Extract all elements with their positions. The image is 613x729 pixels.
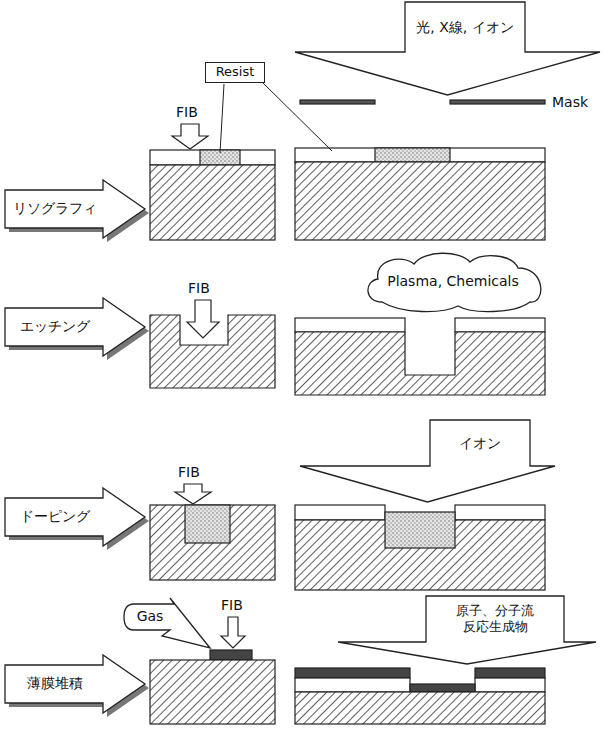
flux-arrow: 原子、分子流 反応生成物 (338, 596, 596, 664)
plasma-cloud: Plasma, Chemicals (362, 252, 544, 310)
beam-label: FIB (188, 280, 210, 297)
process-arrow: エッチング (5, 298, 145, 356)
deposited-film (410, 684, 475, 692)
callout-box: Resist (205, 62, 265, 83)
fib-beam-arrow (172, 124, 208, 149)
fib-beam-arrow (221, 617, 245, 648)
fib-beam-arrow (175, 484, 211, 504)
process-arrow: 薄膜堆積 (5, 655, 145, 713)
etched-substrate (295, 332, 545, 395)
part-label: Mask (552, 94, 588, 111)
deposited-film (210, 650, 252, 660)
mask-layer (455, 318, 545, 332)
node-text: イオン (459, 435, 501, 453)
beam-label: FIB (221, 597, 243, 614)
beam-label: FIB (178, 464, 200, 481)
process-arrow: ドーピング (5, 488, 145, 546)
node-text: Gas (137, 608, 164, 626)
doped-region (385, 512, 455, 548)
beam-arrow: 光, X線, イオン (295, 2, 600, 95)
node-text: ドーピング (20, 508, 90, 526)
mask-layer (295, 318, 405, 332)
deposited-film (475, 668, 545, 678)
substrate (150, 505, 275, 580)
node-text: 薄膜堆積 (27, 675, 83, 693)
resist-layer (150, 150, 275, 165)
node-text: Plasma, Chemicals (387, 273, 519, 291)
beam-arrow-outline (295, 2, 600, 95)
mask-bar (300, 100, 375, 104)
substrate (150, 165, 275, 240)
fib-beam-arrow (187, 300, 219, 338)
deposited-film (295, 668, 410, 678)
node-text: 光, X線, イオン (416, 19, 513, 37)
mask-layer (475, 678, 545, 692)
beam-arrow-outline (300, 420, 555, 502)
substrate (150, 660, 275, 724)
mask-layer (295, 505, 385, 520)
gas-arrow: Gas (124, 598, 210, 648)
etched-substrate (150, 315, 275, 388)
node-text: エッチング (20, 318, 90, 336)
process-arrow: リソグラフィ (5, 180, 145, 238)
mask-layer (455, 505, 545, 520)
exposed-resist (375, 148, 450, 162)
mask-bar (450, 100, 545, 104)
node-text: 原子、分子流 反応生成物 (428, 603, 562, 636)
beam-label: FIB (176, 104, 198, 121)
doped-region (185, 505, 230, 543)
mask-layer (295, 678, 410, 692)
leader-line (220, 84, 224, 153)
beam-arrow: イオン (300, 420, 555, 502)
resist-layer (295, 148, 545, 162)
leader-line (262, 82, 332, 151)
node-text: リソグラフィ (13, 200, 97, 218)
node-text: Resist (216, 64, 255, 80)
substrate (295, 162, 545, 240)
substrate (295, 692, 545, 724)
